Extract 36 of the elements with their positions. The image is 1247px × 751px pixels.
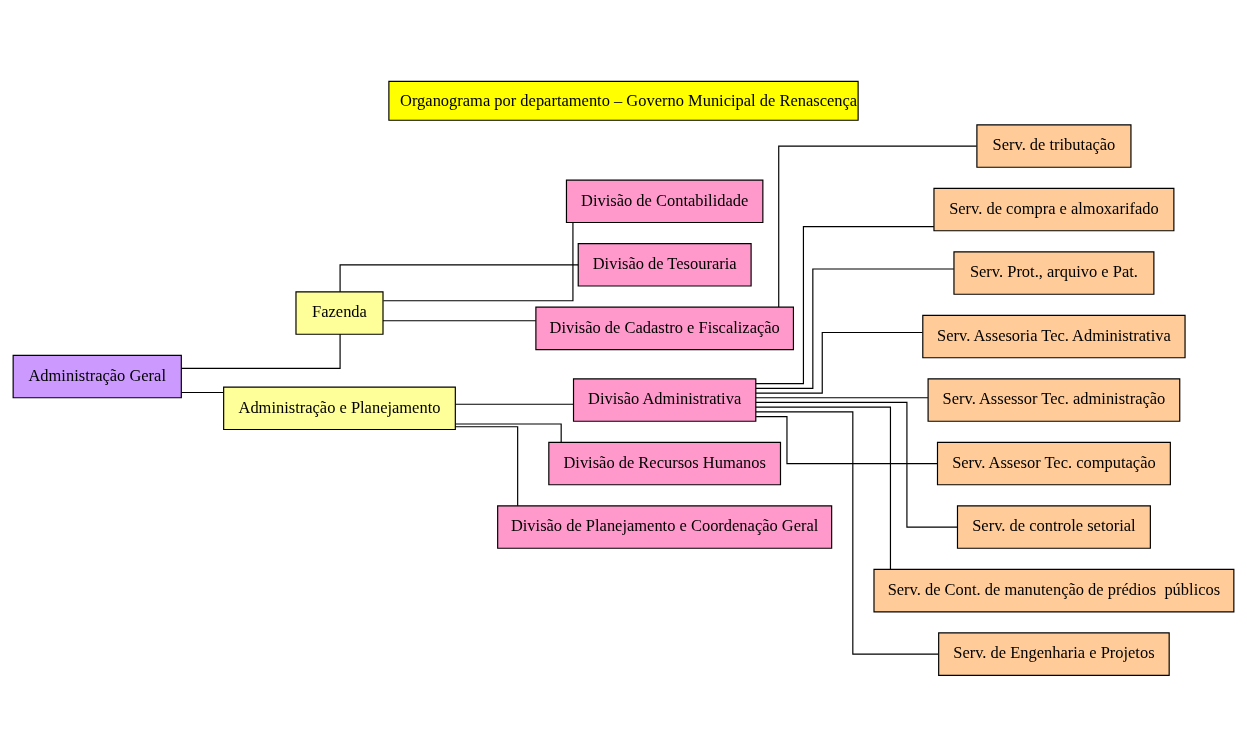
node-box: Divisão de Cadastro e Fiscalização <box>535 306 794 350</box>
node-box: Divisão de Contabilidade <box>565 179 764 223</box>
connector <box>755 406 892 570</box>
connector <box>755 396 929 398</box>
node-box: Administração e Planejamento <box>223 386 456 430</box>
node-box: Fazenda <box>295 290 384 335</box>
node-box: Divisão de Recursos Humanos <box>548 441 782 485</box>
connector <box>454 422 562 443</box>
node-box: Serv. Assesor Tec. computação <box>936 441 1171 485</box>
node-box: Serv. de compra e almoxarifado <box>933 187 1175 231</box>
connector <box>181 391 224 393</box>
node-box: Divisão de Tesouraria <box>577 242 752 287</box>
connector <box>382 221 574 301</box>
connector <box>382 319 537 321</box>
node-box: Serv. de Cont. de manutenção de prédios públicos <box>873 568 1235 612</box>
connector <box>755 267 955 389</box>
node-box: Divisão Administrativa <box>572 377 757 422</box>
node-box: Administração Geral <box>12 354 182 398</box>
connector <box>755 415 938 464</box>
connector <box>454 425 519 506</box>
node-box: Divisão de Planejamento e Coordenação Geral <box>497 504 833 549</box>
node-box: Serv. de Engenharia e Projetos <box>938 631 1170 676</box>
node-box: Serv. de tributação <box>976 123 1132 168</box>
node-box: Serv. de controle setorial <box>956 504 1151 549</box>
diagram-title: Organograma por departamento – Governo Municipal de Renascença <box>400 90 858 110</box>
node-box: Serv. Assesoria Tec. Administrativa <box>922 314 1186 358</box>
connector <box>454 403 574 405</box>
connector <box>755 331 924 394</box>
connector <box>778 145 978 308</box>
node-box: Serv. Prot., arquivo e Pat. <box>953 250 1155 295</box>
connector <box>755 225 935 384</box>
connector <box>180 333 341 369</box>
connector <box>755 410 939 655</box>
connector <box>339 263 579 292</box>
connector <box>755 401 958 528</box>
node-box: Serv. Assessor Tec. administração <box>927 377 1181 422</box>
